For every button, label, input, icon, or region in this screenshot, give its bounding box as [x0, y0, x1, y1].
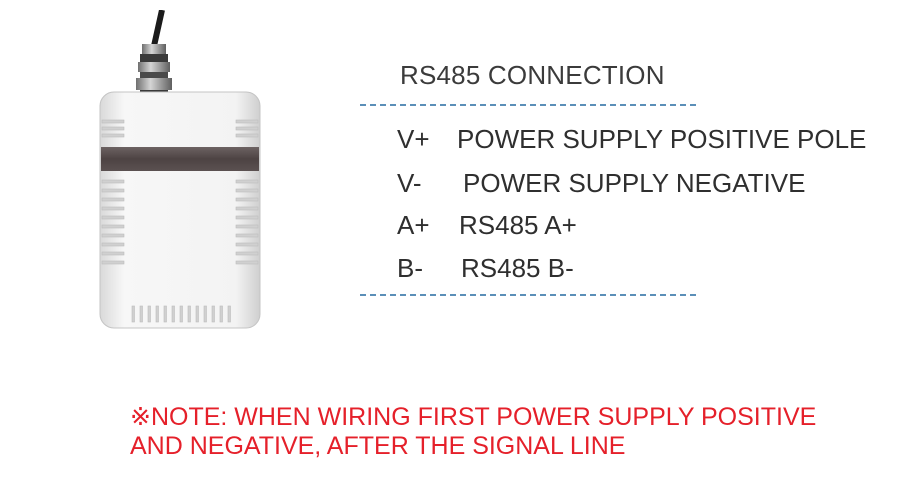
device-band [101, 147, 259, 171]
divider-top [360, 104, 696, 106]
connection-description: POWER SUPPLY POSITIVE POLE [457, 124, 867, 154]
connection-row-b-minus: B- RS485 B- [397, 253, 574, 284]
cable [151, 9, 165, 47]
connection-title: RS485 CONNECTION [400, 60, 665, 90]
connection-row-v-plus: V+ POWER SUPPLY POSITIVE POLE [397, 124, 866, 155]
connection-code: V+ [397, 124, 430, 154]
connection-code: A+ [397, 210, 430, 240]
connection-description: POWER SUPPLY NEGATIVE [463, 168, 806, 198]
divider-bottom [360, 294, 696, 296]
connection-description: RS485 A+ [459, 210, 577, 240]
wiring-note: ※NOTE: WHEN WIRING FIRST POWER SUPPLY PO… [130, 403, 850, 461]
connection-description: RS485 B- [461, 253, 574, 283]
sensor-device-illustration [99, 9, 261, 329]
wiring-note-line-2: AND NEGATIVE, AFTER THE SIGNAL LINE [130, 432, 626, 460]
wiring-note-line-1: ※NOTE: WHEN WIRING FIRST POWER SUPPLY PO… [130, 403, 817, 431]
vent-slots [101, 119, 259, 323]
connection-code: V- [397, 168, 422, 198]
connection-row-v-minus: V- POWER SUPPLY NEGATIVE [397, 168, 805, 199]
sensor-device-image [90, 9, 270, 340]
connection-code: B- [397, 253, 423, 283]
cable-connector [136, 44, 172, 96]
connection-row-a-plus: A+ RS485 A+ [397, 210, 577, 241]
